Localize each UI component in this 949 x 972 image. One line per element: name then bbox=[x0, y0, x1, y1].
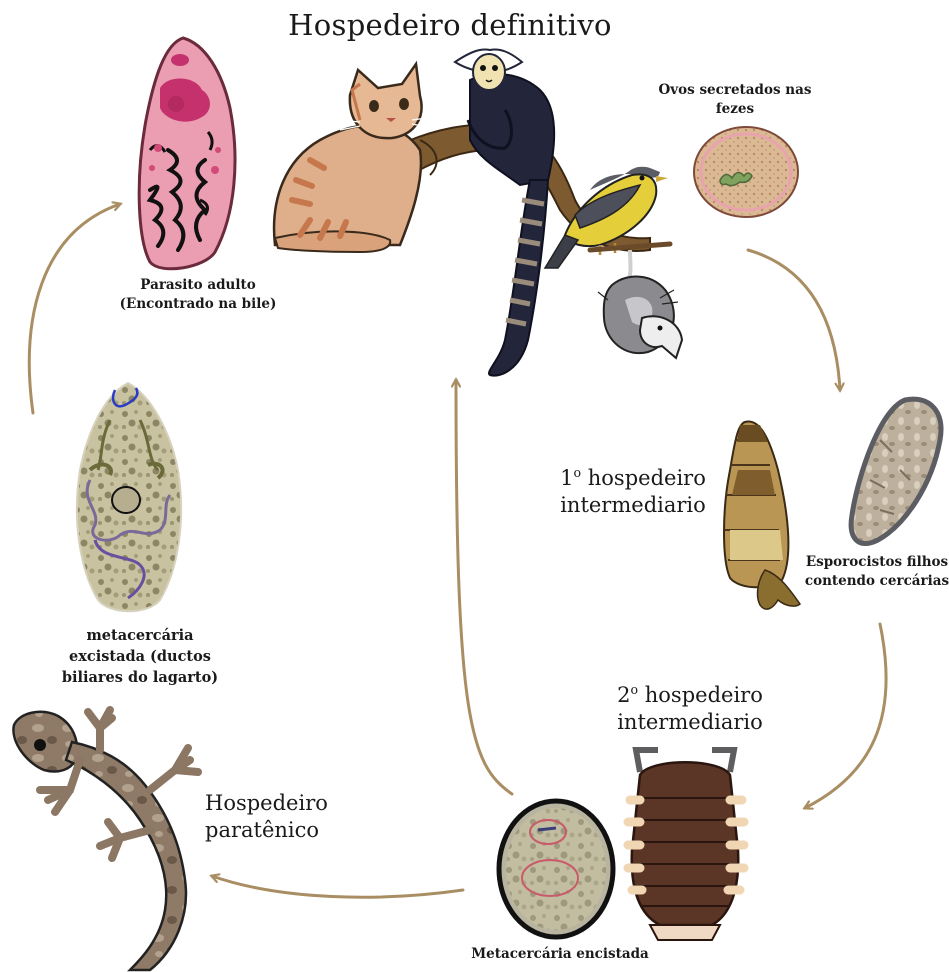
arrow-sporocysts-to-host2 bbox=[805, 624, 886, 808]
second-host-ordinal-sup: o bbox=[631, 682, 639, 697]
sporocyst-illustration bbox=[851, 399, 941, 543]
adult-parasite-label-line2: (Encontrado na bile) bbox=[108, 295, 288, 314]
first-intermediate-host-label: 1o hospedeiro intermediario bbox=[548, 459, 718, 519]
excysted-label-line3: biliares do lagarto) bbox=[50, 667, 230, 688]
paratenic-host-line1: Hospedeiro bbox=[205, 790, 345, 817]
eggs-label: Ovos secretados nas fezes bbox=[655, 81, 815, 119]
arrow-host-to-eggs bbox=[748, 250, 840, 390]
snail-illustration bbox=[724, 422, 800, 610]
adult-parasite-label: Parasito adulto (Encontrado na bile) bbox=[108, 276, 288, 314]
eggs-label-line1: Ovos secretados nas bbox=[655, 81, 815, 100]
sporocysts-label: Esporocistos filhos contendo cercárias bbox=[797, 553, 949, 591]
isopod-illustration bbox=[628, 750, 744, 940]
sporocysts-label-line2: contendo cercárias bbox=[797, 572, 949, 591]
excysted-metacercaria-label: metacercária excistada (ductos biliares … bbox=[50, 625, 230, 688]
excysted-label-line1: metacercária bbox=[50, 625, 230, 646]
egg-illustration bbox=[694, 127, 798, 217]
excysted-label-line2: excistada (ductos bbox=[50, 646, 230, 667]
arrow-excysted-to-adult bbox=[29, 204, 120, 413]
first-host-ordinal: 1 bbox=[560, 466, 573, 490]
adult-parasite-label-line1: Parasito adulto bbox=[108, 276, 288, 295]
paratenic-host-label: Hospedeiro paratênico bbox=[205, 790, 345, 844]
arrow-metacercaria-to-definitive-host bbox=[456, 380, 512, 794]
gecko-illustration bbox=[13, 710, 198, 970]
adult-parasite-illustration bbox=[139, 38, 235, 269]
paratenic-host-line2: paratênico bbox=[205, 817, 345, 844]
encysted-metacercaria-illustration bbox=[499, 801, 613, 937]
eggs-label-line2: fezes bbox=[655, 100, 815, 119]
second-host-word: hospedeiro bbox=[638, 683, 763, 707]
second-intermediate-host-label: 2o hospedeiro intermediario bbox=[605, 676, 775, 736]
opossum-illustration bbox=[598, 250, 682, 358]
sporocysts-label-line1: Esporocistos filhos bbox=[797, 553, 949, 572]
cat-illustration bbox=[274, 64, 434, 252]
first-intermediate-host-line1: 1o hospedeiro bbox=[548, 459, 718, 492]
diagram-title: Hospedeiro definitivo bbox=[250, 8, 650, 42]
second-intermediate-host-line1: 2o hospedeiro bbox=[605, 676, 775, 709]
excysted-metacercaria-illustration bbox=[77, 383, 181, 611]
marmoset-illustration bbox=[455, 50, 554, 376]
first-host-word: hospedeiro bbox=[581, 466, 706, 490]
second-intermediate-host-line2: intermediario bbox=[605, 709, 775, 736]
first-intermediate-host-line2: intermediario bbox=[548, 492, 718, 519]
arrow-metacercaria-to-gecko bbox=[212, 876, 463, 897]
second-host-ordinal: 2 bbox=[617, 683, 630, 707]
encysted-metacercaria-label: Metacercária encistada bbox=[460, 945, 660, 964]
first-host-ordinal-sup: o bbox=[574, 465, 582, 480]
